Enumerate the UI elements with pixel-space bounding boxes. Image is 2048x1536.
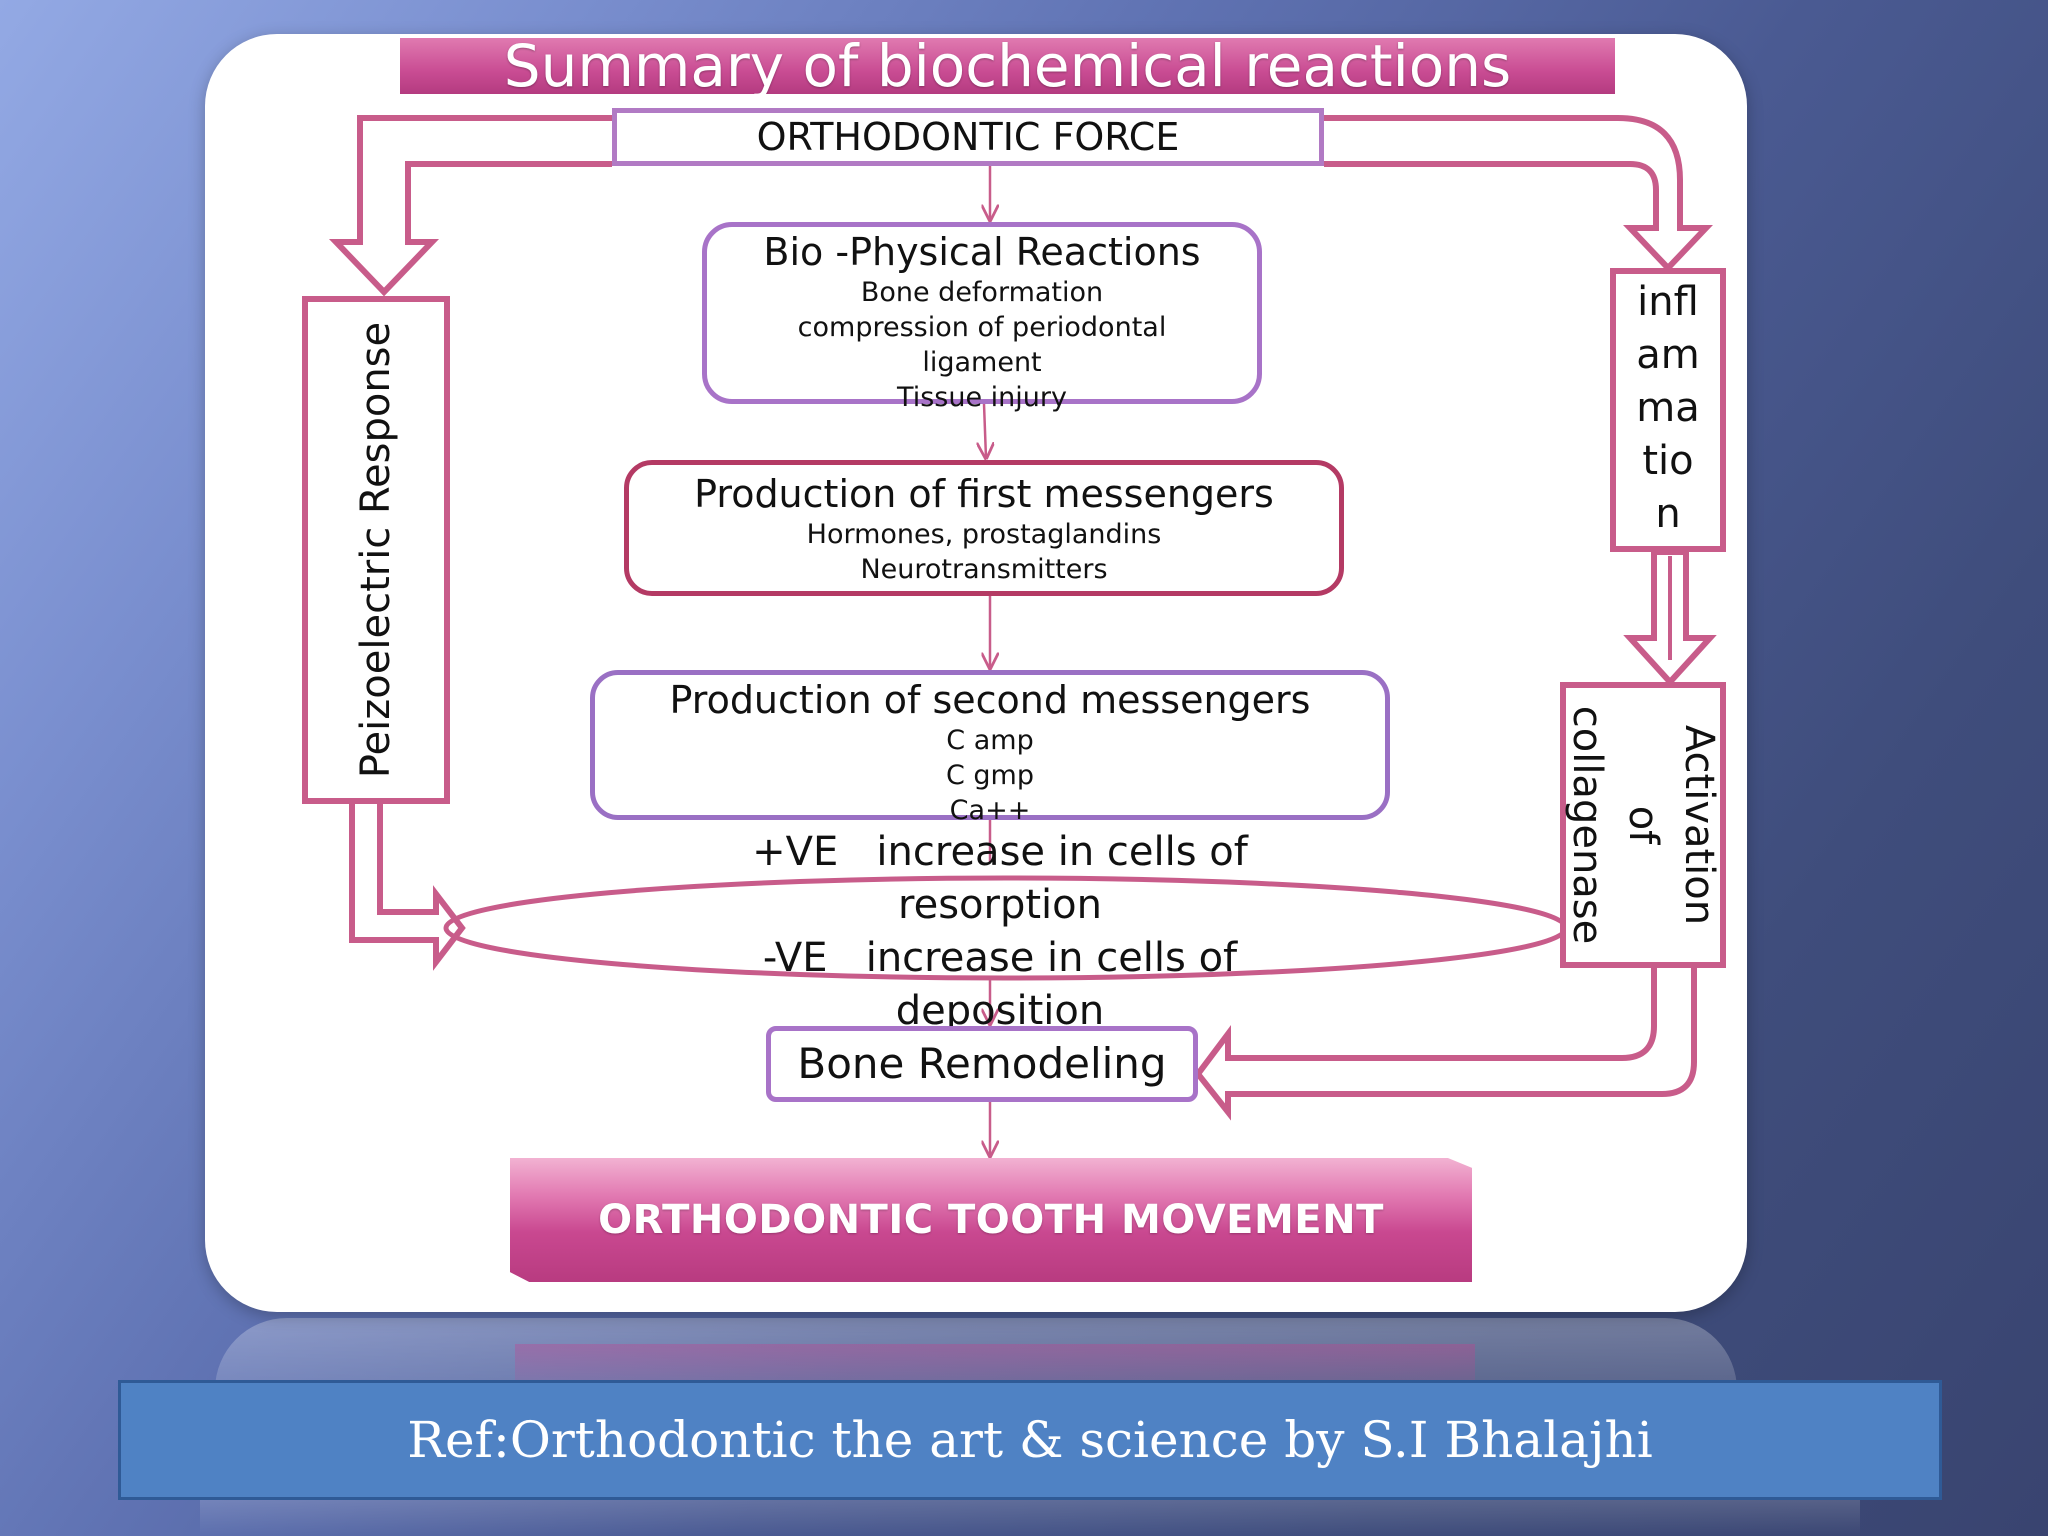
- inflammation-box: infl am ma tio n: [1610, 268, 1726, 552]
- bio-physical-line: compression of periodontal: [797, 312, 1167, 343]
- effects-line: resorption: [898, 882, 1102, 928]
- inflammation-line: ma: [1636, 385, 1700, 431]
- activation-box: Activation of collagenase: [1560, 682, 1726, 968]
- activation-line: collagenase: [1564, 705, 1610, 945]
- effects-line: -VE increase in cells of: [762, 935, 1238, 981]
- bio-physical-line: ligament: [922, 347, 1042, 378]
- arrow-activation-to-bone: [1194, 968, 1697, 1121]
- reference-bar: Ref:Orthodontic the art & science by S.I…: [118, 1380, 1942, 1500]
- effects-text: +VE increase in cells of resorption -VE …: [700, 826, 1300, 1038]
- inflammation-line: am: [1636, 332, 1700, 378]
- first-messengers-line: Neurotransmitters: [860, 554, 1108, 585]
- peizoelectric-box: Peizoelectric Response: [302, 296, 450, 804]
- bio-physical-line: Tissue injury: [897, 382, 1067, 413]
- bio-physical-line: Bone deformation: [860, 277, 1104, 308]
- bone-remodeling-box: Bone Remodeling: [766, 1026, 1198, 1102]
- arrow-force-to-peizo: [328, 115, 612, 297]
- tooth-movement-banner: ORTHODONTIC TOOTH MOVEMENT: [510, 1158, 1472, 1282]
- activation-line: of: [1620, 805, 1666, 845]
- first-messengers-heading: Production of first messengers: [694, 472, 1274, 516]
- activation-label: Activation of collagenase: [1559, 706, 1727, 945]
- first-messengers-box: Production of first messengers Hormones,…: [624, 460, 1344, 596]
- first-messengers-line: Hormones, prostaglandins: [806, 519, 1162, 550]
- second-messengers-line: C amp: [946, 725, 1034, 756]
- second-messengers-box: Production of second messengers C amp C …: [590, 670, 1390, 826]
- inflammation-line: tio: [1642, 438, 1694, 484]
- effects-line: +VE increase in cells of: [752, 829, 1248, 875]
- slide-title: Summary of biochemical reactions: [400, 38, 1615, 94]
- bio-physical-heading: Bio -Physical Reactions: [763, 230, 1201, 274]
- inflammation-line: infl: [1637, 279, 1699, 325]
- arrow-peizo-to-ellipse: [349, 804, 466, 971]
- inflammation-line: n: [1655, 491, 1681, 537]
- reference-reflection: [200, 1500, 1860, 1536]
- peizoelectric-label: Peizoelectric Response: [353, 321, 399, 779]
- arrow-force-to-inflammation: [1324, 115, 1713, 273]
- second-messengers-line: Ca++: [949, 795, 1031, 826]
- connector-bio-first: [984, 403, 986, 458]
- orthodontic-force-box: ORTHODONTIC FORCE: [612, 108, 1324, 166]
- activation-line: Activation: [1676, 724, 1722, 926]
- bio-physical-box: Bio -Physical Reactions Bone deformation…: [702, 222, 1262, 413]
- second-messengers-line: C gmp: [945, 760, 1034, 791]
- second-messengers-heading: Production of second messengers: [669, 678, 1311, 722]
